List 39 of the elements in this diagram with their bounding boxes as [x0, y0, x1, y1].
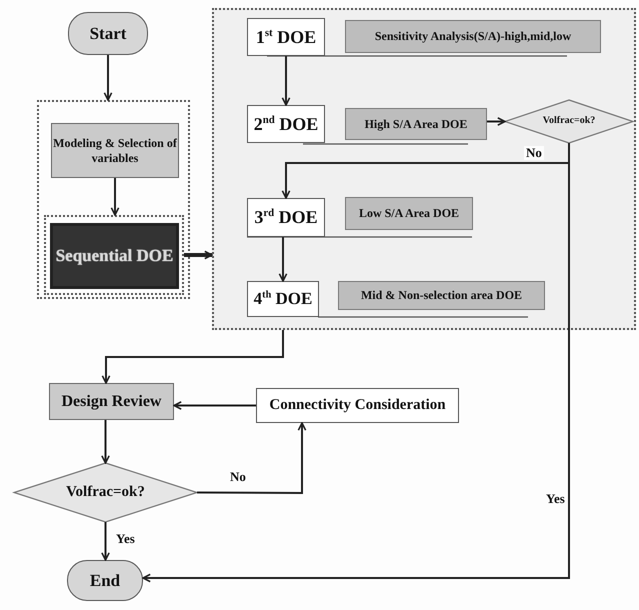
step-label: Low S/A Area DOE	[358, 206, 460, 221]
step-box	[247, 18, 325, 56]
dotted-group-frame	[37, 100, 190, 299]
process-box	[51, 123, 179, 178]
dotted-group-frame	[44, 215, 184, 295]
edge-label: No	[228, 470, 248, 484]
step-label: End	[90, 570, 120, 592]
process-box	[345, 108, 487, 140]
step-label: Connectivity Consideration	[269, 396, 446, 415]
decision-diamond	[505, 100, 633, 143]
step-label: Design Review	[62, 392, 162, 412]
step-label: Volfrac=ok?	[66, 483, 145, 502]
step-label: Volfrac=ok?	[542, 115, 596, 128]
step-label: 2$^{nd}$ DOE	[254, 112, 318, 136]
edge-label: No	[524, 146, 544, 160]
step-box	[247, 105, 325, 143]
process-box	[49, 383, 174, 420]
step-label: High S/A Area DOE	[364, 116, 468, 132]
step-label: Sensitivity Analysis(S/A)-high,mid,low	[374, 29, 572, 44]
decision-diamond	[14, 463, 197, 522]
step-label: Sequential DOE	[56, 245, 174, 267]
step-box	[256, 388, 459, 423]
step-box	[247, 198, 325, 237]
process-box	[345, 197, 473, 230]
terminal-pill	[67, 560, 143, 601]
step-label: Modeling & Selection of variables	[52, 136, 178, 166]
process-box	[338, 281, 545, 310]
step-label: 3$^{rd}$ DOE	[254, 206, 318, 229]
step-label: 1$^{st}$ DOE	[256, 26, 316, 48]
highlighted-process-box	[50, 223, 179, 289]
edge-label: Yes	[114, 532, 137, 546]
terminal-pill	[68, 12, 148, 55]
step-label: Mid & Non-selection area DOE	[360, 288, 522, 303]
dotted-group-panel	[212, 8, 636, 330]
step-box	[247, 281, 319, 317]
process-box	[345, 20, 601, 53]
step-label: Start	[90, 22, 126, 44]
step-label: 4$^{th}$ DOE	[254, 288, 312, 310]
edge-label: Yes	[544, 492, 567, 506]
